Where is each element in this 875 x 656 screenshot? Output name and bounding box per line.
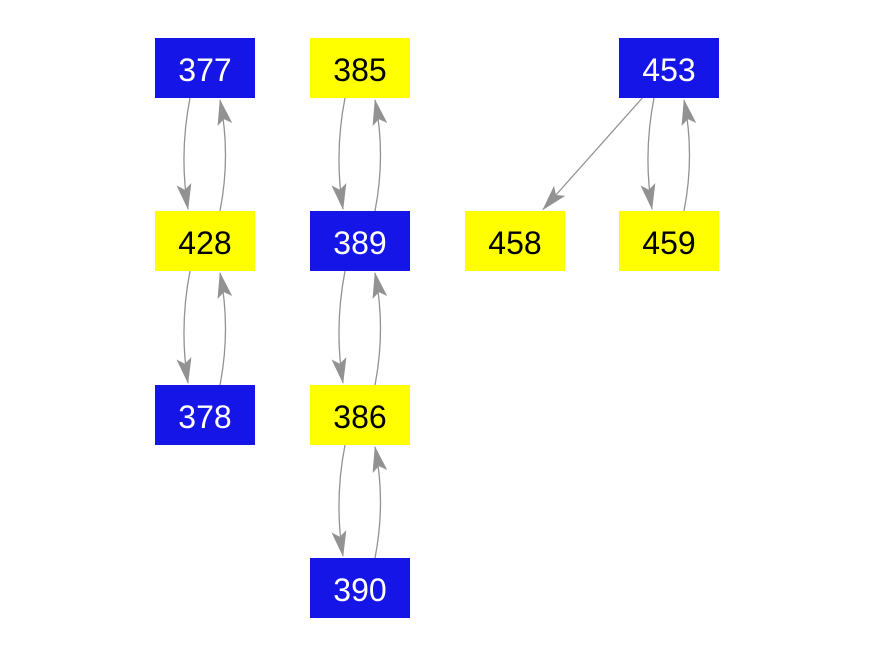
edge-385-389 <box>331 97 347 210</box>
graph-node-385[interactable]: 385 <box>310 38 410 98</box>
edge-453-459 <box>640 97 656 210</box>
graph-node-390[interactable]: 390 <box>310 558 410 618</box>
graph-node-378[interactable]: 378 <box>155 385 255 445</box>
edge-428-377 <box>217 99 233 212</box>
edge-459-453 <box>681 99 697 212</box>
edge-377-428 <box>176 97 192 210</box>
edge-389-386 <box>331 270 347 384</box>
graph-node-459[interactable]: 459 <box>619 211 719 271</box>
edge-453-458 <box>542 97 643 211</box>
graph-node-458[interactable]: 458 <box>465 211 565 271</box>
edge-386-390 <box>331 444 347 557</box>
graph-node-389[interactable]: 389 <box>310 211 410 271</box>
graph-node-377[interactable]: 377 <box>155 38 255 98</box>
graph-node-386[interactable]: 386 <box>310 385 410 445</box>
edge-386-389 <box>372 272 388 386</box>
edge-390-386 <box>372 446 388 559</box>
graph-node-428[interactable]: 428 <box>155 211 255 271</box>
edge-378-428 <box>217 272 233 386</box>
edge-428-378 <box>176 270 192 384</box>
graph-node-453[interactable]: 453 <box>619 38 719 98</box>
edge-389-385 <box>372 99 388 212</box>
